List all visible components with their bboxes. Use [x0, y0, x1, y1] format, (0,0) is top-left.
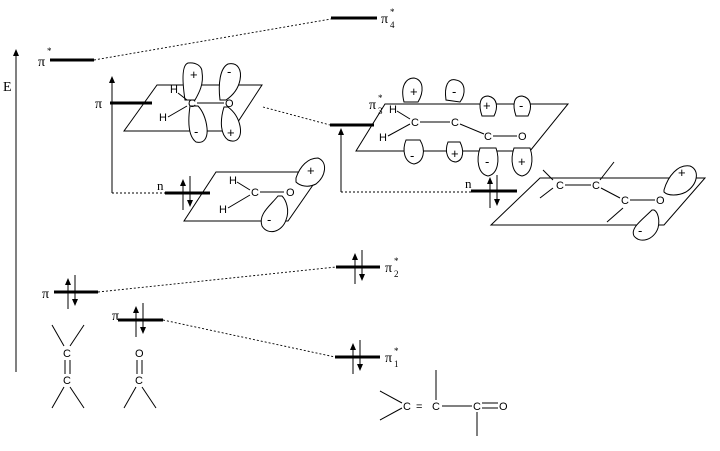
- svg-text:=: =: [416, 401, 422, 413]
- svg-text:π: π: [385, 351, 392, 366]
- svg-text:C: C: [432, 401, 440, 413]
- svg-text:π: π: [369, 98, 376, 113]
- svg-text:-: -: [519, 98, 523, 113]
- svg-text:-: -: [194, 124, 198, 139]
- svg-text:C: C: [556, 180, 564, 192]
- svg-text:+: +: [227, 125, 235, 140]
- svg-text:+: +: [410, 84, 418, 99]
- svg-text:C: C: [473, 401, 481, 413]
- formaldehyde-n-orbital: + - H H C O: [183, 157, 325, 233]
- electrons-n-carbonyl: [180, 176, 193, 210]
- label-pi-ethylene: π: [42, 287, 49, 302]
- svg-text:H: H: [379, 132, 387, 144]
- label-pi2-star: π 2 *: [385, 256, 399, 279]
- svg-text:*: *: [394, 256, 399, 266]
- electrons-pi-carbonyl: [133, 303, 146, 337]
- svg-text:-: -: [267, 212, 271, 227]
- svg-text:-: -: [638, 223, 642, 238]
- enone-n-orbital: + - C C C O: [489, 161, 707, 241]
- svg-text:O: O: [135, 348, 144, 360]
- electrons-pi1: [350, 340, 363, 374]
- label-n-carbonyl: n: [157, 178, 164, 193]
- svg-text:2: 2: [394, 269, 399, 279]
- electrons-pi2: [352, 250, 365, 284]
- svg-text:*: *: [394, 346, 399, 356]
- electrons-n-enone: [487, 175, 500, 208]
- svg-text:H: H: [170, 84, 178, 96]
- svg-text:H: H: [229, 175, 237, 187]
- label-pi-star-ethylene-sup: *: [47, 46, 52, 56]
- label-pi4-star: π 4 *: [381, 7, 395, 30]
- label-pi-carbonyl: π: [112, 309, 119, 324]
- svg-text:O: O: [286, 187, 295, 199]
- correlation-pi-carbonyl-to-pi1: [162, 319, 336, 358]
- correlation-pi-to-pi3: [262, 106, 331, 126]
- label-pi3-star: π 3 *: [369, 93, 383, 116]
- enone-pi3-orbital: + - + - - + - + H H C C C O: [355, 77, 570, 177]
- label-pi1-star: π 1 *: [385, 346, 399, 369]
- label-n-enone: n: [465, 176, 472, 191]
- ethylene-structure: C C: [51, 324, 85, 409]
- svg-text:-: -: [485, 154, 489, 169]
- svg-text:C: C: [135, 375, 143, 387]
- svg-text:C: C: [484, 131, 492, 143]
- label-pi-star-ethylene: π: [38, 55, 45, 70]
- svg-text:4: 4: [390, 20, 395, 30]
- svg-text:C: C: [63, 348, 71, 360]
- svg-text:H: H: [159, 112, 167, 124]
- svg-text:*: *: [390, 7, 395, 17]
- svg-text:+: +: [678, 165, 686, 180]
- svg-text:+: +: [190, 67, 198, 82]
- svg-text:H: H: [219, 204, 227, 216]
- correlation-pi-star-to-pi4: [93, 18, 332, 61]
- svg-text:C: C: [403, 401, 411, 413]
- svg-text:+: +: [483, 98, 491, 113]
- svg-text:π: π: [385, 261, 392, 276]
- svg-text:C: C: [621, 195, 629, 207]
- svg-text:O: O: [518, 131, 527, 143]
- svg-text:+: +: [307, 163, 315, 178]
- label-pi-carbonyl-upper: π: [95, 97, 102, 112]
- svg-text:C: C: [188, 98, 196, 110]
- svg-text:-: -: [410, 148, 414, 163]
- svg-text:C: C: [411, 117, 419, 129]
- svg-text:C: C: [63, 375, 71, 387]
- svg-text:O: O: [225, 98, 234, 110]
- svg-text:-: -: [227, 64, 231, 79]
- svg-text:1: 1: [394, 359, 399, 369]
- formaldehyde-structure: O C: [123, 348, 157, 409]
- svg-text:H: H: [389, 104, 397, 116]
- svg-text:*: *: [378, 93, 383, 103]
- svg-text:O: O: [656, 195, 665, 207]
- svg-text:+: +: [451, 146, 459, 161]
- formaldehyde-pi-orbital: + - - + C O H H: [123, 62, 263, 143]
- energy-axis-label: E: [3, 80, 12, 95]
- svg-text:O: O: [499, 401, 508, 413]
- correlation-pi-ethylene-to-pi2: [97, 266, 337, 293]
- svg-text:C: C: [451, 117, 459, 129]
- svg-text:π: π: [381, 12, 388, 27]
- electrons-pi-ethylene: [65, 275, 78, 309]
- svg-text:C: C: [251, 187, 259, 199]
- enone-structure: C = C C O: [379, 370, 508, 436]
- svg-text:C: C: [592, 180, 600, 192]
- svg-text:+: +: [518, 154, 526, 169]
- svg-text:-: -: [452, 84, 456, 99]
